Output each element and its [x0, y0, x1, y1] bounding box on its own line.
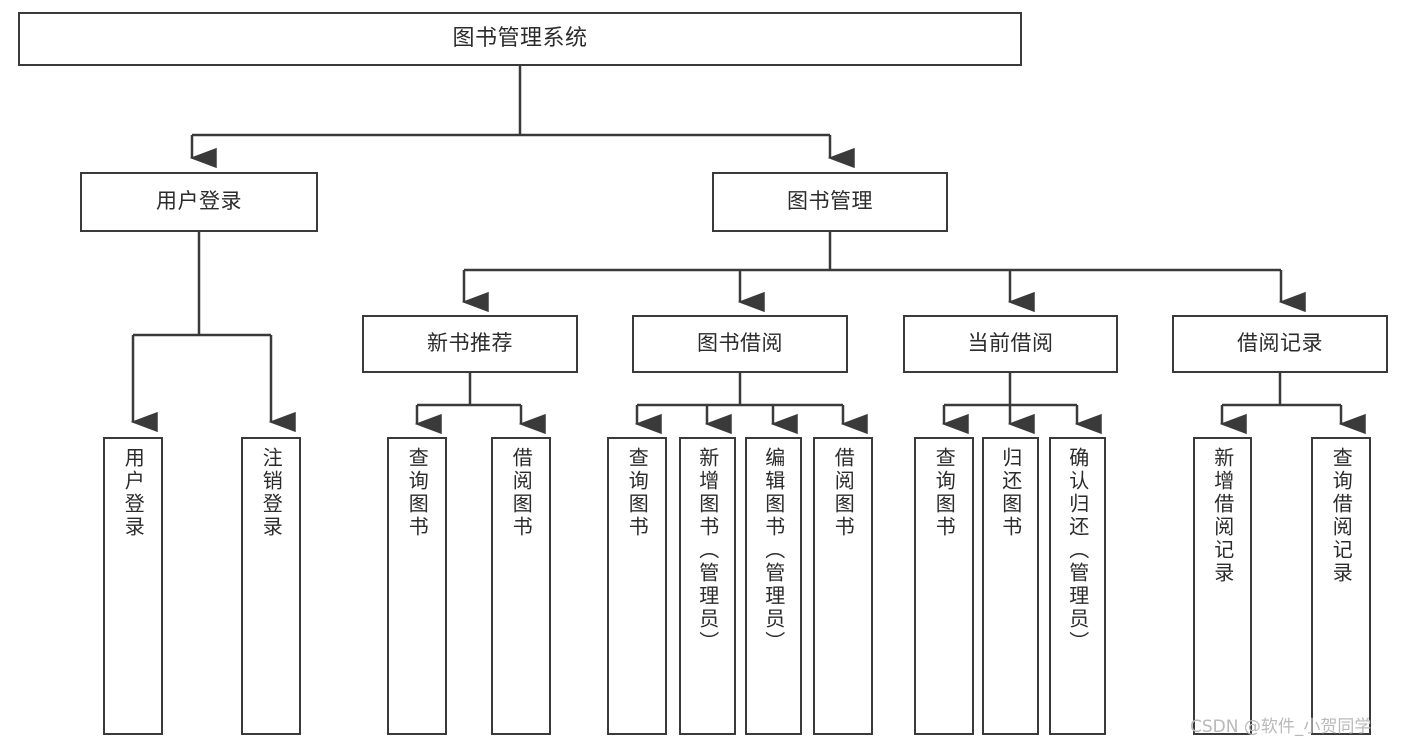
node-user-login[interactable]: 用户登录 — [80, 172, 318, 232]
node-label: 注销登录 — [259, 447, 284, 539]
node-label: 用户登录 — [156, 189, 242, 214]
node-label: 查询图书 — [625, 447, 650, 539]
node-label: 编辑图书（管理员） — [761, 447, 786, 654]
leaf-confirm-return-admin[interactable]: 确认归还（管理员） — [1049, 437, 1106, 735]
node-label: 查询图书 — [932, 447, 957, 539]
leaf-query-book-current[interactable]: 查询图书 — [914, 437, 974, 735]
leaf-return-book[interactable]: 归还图书 — [982, 437, 1039, 735]
leaf-add-borrow-record[interactable]: 新增借阅记录 — [1193, 437, 1252, 735]
node-current-borrow[interactable]: 当前借阅 — [903, 315, 1118, 373]
node-label: 借阅记录 — [1237, 331, 1323, 356]
node-label: 借阅图书 — [509, 447, 534, 539]
node-new-book-recommend[interactable]: 新书推荐 — [362, 315, 578, 373]
node-label: 用户登录 — [121, 447, 146, 539]
leaf-add-book-admin[interactable]: 新增图书（管理员） — [679, 437, 736, 735]
node-label: 查询借阅记录 — [1329, 447, 1354, 585]
leaf-borrow-book-rec[interactable]: 借阅图书 — [491, 437, 551, 735]
node-book-borrow[interactable]: 图书借阅 — [632, 315, 848, 373]
leaf-borrow-book[interactable]: 借阅图书 — [813, 437, 873, 735]
leaf-query-book-rec[interactable]: 查询图书 — [387, 437, 447, 735]
node-book-management[interactable]: 图书管理 — [712, 172, 948, 232]
node-label: 确认归还（管理员） — [1065, 447, 1090, 654]
leaf-query-book-borrow[interactable]: 查询图书 — [607, 437, 667, 735]
leaf-user-login[interactable]: 用户登录 — [103, 437, 163, 735]
node-label: 图书借阅 — [697, 331, 783, 356]
node-label: 新增借阅记录 — [1210, 447, 1235, 585]
leaf-logout[interactable]: 注销登录 — [241, 437, 301, 735]
node-label: 归还图书 — [998, 447, 1023, 539]
node-label: 新增图书（管理员） — [695, 447, 720, 654]
node-label: 图书管理系统 — [452, 25, 588, 51]
node-root-system[interactable]: 图书管理系统 — [18, 12, 1022, 66]
node-label: 借阅图书 — [831, 447, 856, 539]
node-borrow-record[interactable]: 借阅记录 — [1172, 315, 1388, 373]
node-label: 图书管理 — [787, 189, 873, 214]
node-label: 查询图书 — [405, 447, 430, 539]
leaf-query-borrow-record[interactable]: 查询借阅记录 — [1311, 437, 1371, 735]
node-label: 新书推荐 — [427, 331, 513, 356]
node-label: 当前借阅 — [967, 331, 1054, 356]
leaf-edit-book-admin[interactable]: 编辑图书（管理员） — [745, 437, 802, 735]
watermark-text: CSDN @软件_小贺同学 — [1190, 717, 1372, 737]
